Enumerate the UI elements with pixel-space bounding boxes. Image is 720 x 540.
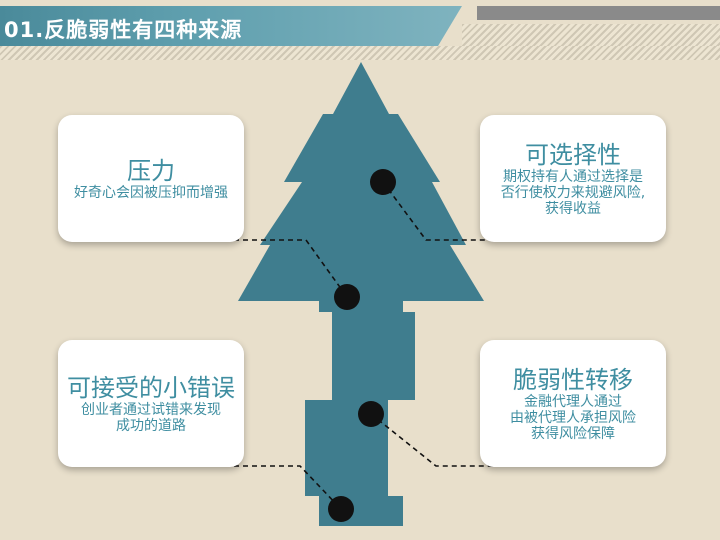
card-small-errors: 可接受的小错误 创业者通过试错来发现 成功的道路	[58, 340, 244, 467]
title-number: 01.	[4, 18, 45, 42]
header-hatch	[0, 46, 720, 60]
card-optionality: 可选择性 期权持有人通过选择是 否行使权力来规避风险, 获得收益	[480, 115, 666, 242]
card-desc-line: 否行使权力来规避风险,	[500, 184, 646, 201]
card-desc-line: 好奇心会因被压抑而增强	[74, 184, 228, 201]
card-stress: 压力 好奇心会因被压抑而增强	[58, 115, 244, 242]
connector-small-errors	[234, 465, 342, 510]
tree-tier-2	[284, 114, 440, 182]
title-banner	[0, 6, 462, 46]
card-fragility-transfer: 脆弱性转移 金融代理人通过 由被代理人承担风险 获得风险保障	[480, 340, 666, 467]
card-desc-line: 获得风险保障	[531, 425, 615, 442]
trunk-block-1	[332, 312, 415, 400]
card-desc-line: 金融代理人通过	[524, 393, 622, 410]
page-title: 01.反脆弱性有四种来源	[4, 14, 242, 44]
card-title: 可接受的小错误	[67, 373, 235, 402]
connector-stress	[234, 239, 348, 298]
card-desc-line: 由被代理人承担风险	[510, 409, 636, 426]
tree-neck	[319, 296, 403, 312]
card-desc-line: 获得收益	[545, 200, 601, 217]
tree-tier-1	[333, 62, 389, 114]
card-desc-line: 期权持有人通过选择是	[503, 168, 643, 185]
card-title: 脆弱性转移	[513, 365, 633, 394]
node-dot	[358, 401, 384, 427]
tree-tier-3	[260, 182, 466, 245]
header-gray-bar	[477, 6, 720, 20]
card-desc-line: 成功的道路	[116, 417, 186, 434]
title-text: 反脆弱性有四种来源	[44, 18, 243, 42]
node-dot	[334, 284, 360, 310]
header-hatch-right	[462, 24, 720, 46]
card-desc-line: 创业者通过试错来发现	[81, 401, 221, 418]
tree-tier-4	[238, 245, 484, 301]
node-dot	[370, 169, 396, 195]
tree-shape	[238, 62, 484, 526]
connector-optionality	[382, 181, 490, 241]
connectors	[234, 181, 497, 510]
card-title: 可选择性	[525, 140, 621, 169]
connector-fragility-transfer	[370, 413, 497, 467]
node-dot	[328, 496, 354, 522]
card-title: 压力	[127, 156, 175, 185]
